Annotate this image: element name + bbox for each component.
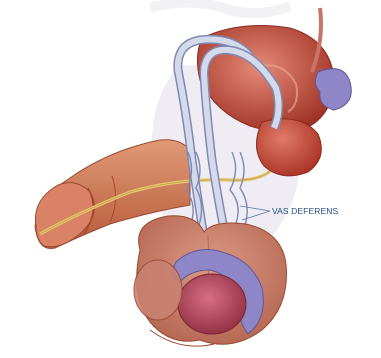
prostate (256, 119, 321, 176)
testis-left-back (134, 260, 182, 320)
testis (178, 274, 246, 334)
glans (35, 183, 94, 247)
watermark-decoration (150, 2, 290, 13)
vas-deferens-label: VAS DEFERENS (272, 206, 338, 216)
